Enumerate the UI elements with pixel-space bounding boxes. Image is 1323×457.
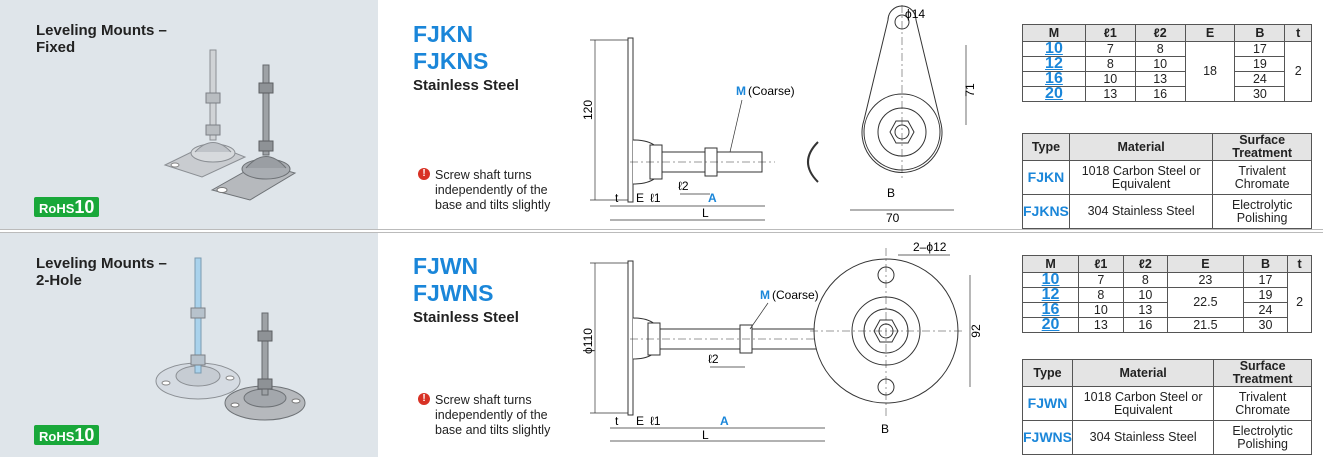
size-link[interactable]: 16 (1045, 70, 1063, 87)
dimension-drawing: 120 M (Coarse) ℓ2 t E ℓ1 A L ϕ14 71 B 70 (581, 5, 977, 225)
svg-text:A: A (708, 191, 717, 205)
svg-text:92: 92 (969, 324, 983, 338)
svg-text:E: E (636, 191, 644, 205)
size-link[interactable]: 12 (1041, 286, 1060, 303)
product-code[interactable]: FJWN (413, 253, 479, 279)
warning-icon: ! (418, 168, 430, 180)
svg-text:(Coarse): (Coarse) (748, 84, 795, 98)
product-image-panel: Leveling Mounts – 2-Hole RoHS10 (0, 233, 378, 457)
svg-text:E: E (636, 414, 644, 428)
size-link[interactable]: 10 (1041, 271, 1060, 288)
product-image-panel: Leveling Mounts – Fixed RoHS10 (0, 0, 378, 229)
product-note: ! Screw shaft turns independently of the… (418, 168, 560, 213)
svg-text:ϕ14: ϕ14 (905, 7, 925, 21)
svg-text:t: t (615, 414, 619, 428)
svg-text:ℓ1: ℓ1 (650, 414, 661, 428)
product-code[interactable]: FJKNS (413, 48, 489, 74)
product-row-fixed: Leveling Mounts – Fixed RoHS10 FJKN FJKN… (0, 0, 1312, 229)
type-link[interactable]: FJKNS (1023, 202, 1069, 219)
product-title: Leveling Mounts – 2-Hole (36, 255, 167, 289)
type-link[interactable]: FJWN (1027, 394, 1068, 411)
type-link[interactable]: FJKN (1027, 168, 1065, 185)
size-link[interactable]: 10 (1045, 40, 1063, 57)
product-row-2hole: Leveling Mounts – 2-Hole RoHS10 FJWN FJW… (0, 233, 1323, 457)
product-code[interactable]: FJWNS (413, 280, 494, 306)
rohs-badge: RoHS10 (34, 425, 100, 445)
size-link[interactable]: 16 (1041, 301, 1060, 318)
rohs-badge: RoHS10 (34, 197, 100, 217)
product-photo (163, 49, 297, 201)
product-codes: FJKN FJKNS Stainless Steel (413, 21, 519, 94)
product-subtitle: Stainless Steel (413, 309, 519, 326)
size-link[interactable]: 12 (1045, 55, 1063, 72)
svg-text:(Coarse): (Coarse) (772, 288, 819, 302)
svg-text:A: A (720, 414, 729, 428)
svg-text:ϕ110: ϕ110 (581, 328, 595, 354)
product-codes: FJWN FJWNS Stainless Steel (413, 253, 519, 326)
svg-text:t: t (615, 191, 619, 205)
row-divider (0, 229, 1323, 233)
svg-text:ℓ2: ℓ2 (708, 352, 719, 366)
type-link[interactable]: FJWNS (1023, 428, 1072, 445)
product-photo (155, 257, 306, 421)
svg-text:L: L (702, 206, 709, 220)
svg-text:M: M (760, 288, 770, 302)
size-link[interactable]: 20 (1045, 85, 1063, 102)
warning-icon: ! (418, 393, 430, 405)
svg-text:ℓ1: ℓ1 (650, 191, 661, 205)
product-code[interactable]: FJKN (413, 21, 474, 47)
dimension-drawing: ϕ110 M (Coarse) ℓ2 t E ℓ1 A L 2–ϕ12 92 B (581, 240, 983, 442)
product-title: Leveling Mounts – Fixed (36, 22, 167, 56)
svg-text:70: 70 (886, 211, 900, 225)
product-note: ! Screw shaft turns independently of the… (418, 393, 560, 438)
svg-text:B: B (881, 422, 889, 436)
svg-text:2–ϕ12: 2–ϕ12 (913, 240, 947, 254)
dim-height: 120 (581, 100, 595, 120)
svg-text:ℓ2: ℓ2 (678, 179, 689, 193)
product-subtitle: Stainless Steel (413, 77, 519, 94)
size-link[interactable]: 20 (1041, 316, 1060, 333)
svg-text:B: B (887, 186, 895, 200)
svg-text:L: L (702, 428, 709, 442)
dim-thread: M (736, 84, 746, 98)
svg-text:71: 71 (963, 83, 977, 97)
